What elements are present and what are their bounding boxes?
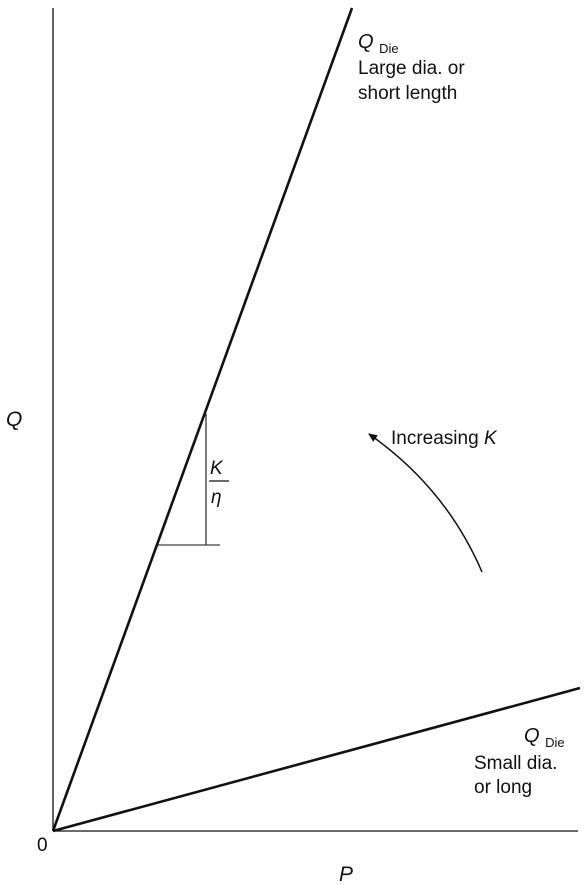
shallow-q-subscript: Die (545, 735, 565, 750)
increasing-k-text: Increasing (391, 428, 484, 449)
increasing-k-symbol: K (484, 428, 498, 449)
steep-line (51, 7, 354, 832)
steep-caption-line2: short length (358, 83, 457, 104)
shallow-q-label: Q Die (524, 725, 565, 750)
steep-q-label: Q Die (358, 31, 399, 56)
rotation-arrow (368, 433, 483, 573)
x-axis-label: P (339, 863, 353, 885)
slope-numerator: K (210, 458, 224, 479)
shallow-caption-line1: Small dia. (474, 753, 557, 774)
slope-denominator: η (211, 487, 222, 508)
shallow-line (52, 686, 581, 833)
steep-q-subscript: Die (379, 41, 399, 56)
origin-label: 0 (37, 835, 48, 856)
steep-caption-line1: Large dia. or (358, 58, 465, 79)
increasing-k-label: Increasing K (391, 428, 498, 449)
y-axis-label: Q (6, 408, 22, 431)
shallow-caption-line2: or long (474, 777, 532, 798)
steep-q-main: Q (358, 31, 374, 53)
shallow-q-main: Q (524, 725, 540, 747)
